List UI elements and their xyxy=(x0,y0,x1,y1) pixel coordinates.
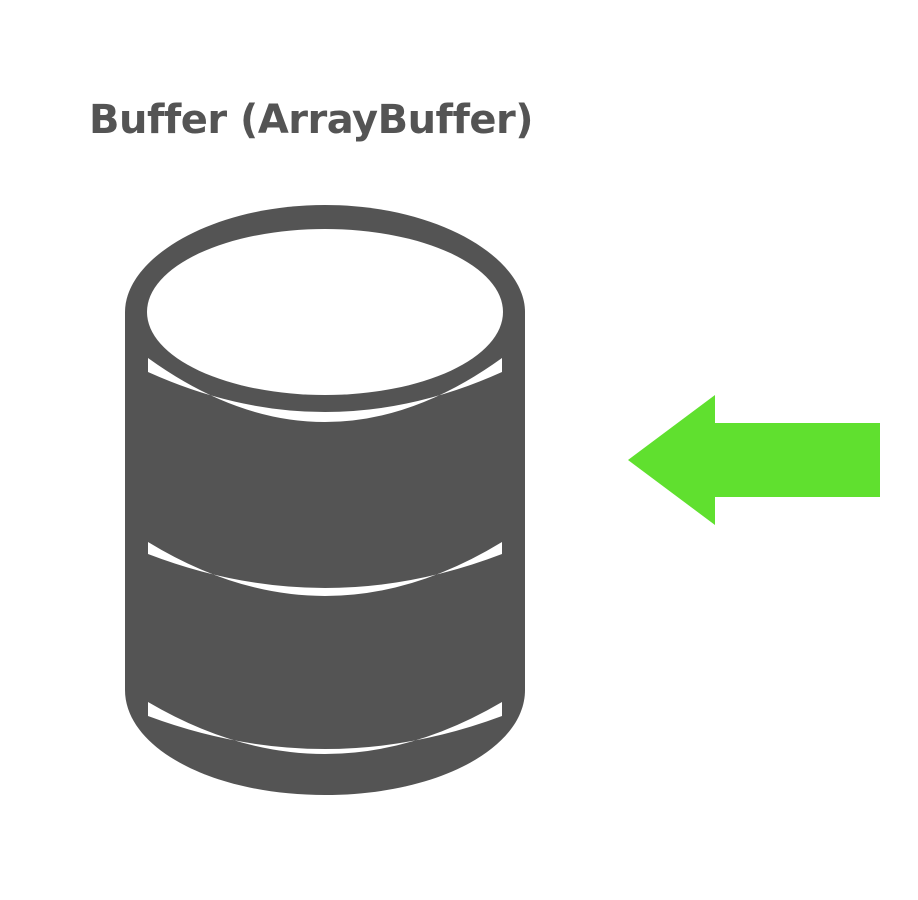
cylinder-band-lower xyxy=(148,702,502,754)
incoming-arrow-icon xyxy=(628,395,880,525)
database-cylinder-icon xyxy=(125,205,525,795)
diagram-title: Buffer (ArrayBuffer) xyxy=(89,97,533,143)
cylinder-band-middle xyxy=(148,542,502,596)
cylinder-top xyxy=(147,229,503,395)
cylinder-band-upper xyxy=(148,358,502,422)
